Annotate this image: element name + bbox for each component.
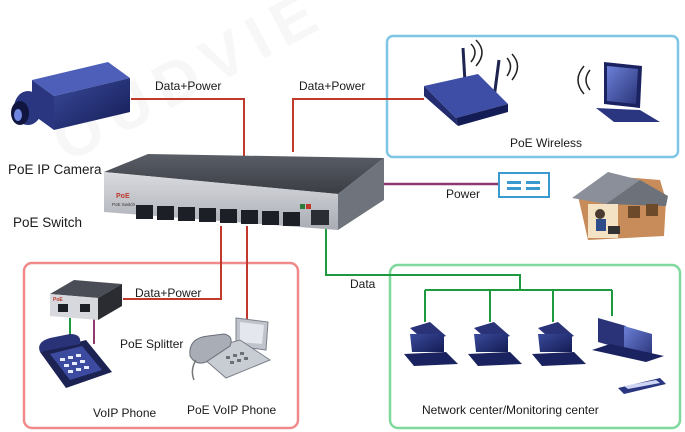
switch-model: PoE Switch <box>112 202 136 207</box>
computer-icon-2 <box>468 322 522 366</box>
wireless-link-line <box>292 98 424 152</box>
computer-icon-3 <box>532 322 586 366</box>
camera-link-label: Data+Power <box>155 79 222 93</box>
poe-switch-icon <box>104 154 384 230</box>
house-icon <box>572 172 668 240</box>
voip-phone-icon <box>39 334 112 388</box>
splitter-icon: PoE <box>50 280 122 320</box>
poe-voip-phone-icon <box>189 317 272 381</box>
ip-camera-icon <box>11 62 130 130</box>
poe-wireless-box <box>385 34 680 159</box>
network-tree-lines <box>424 289 613 322</box>
keyboard-icon <box>618 378 666 394</box>
svg-text:PoE: PoE <box>53 297 63 303</box>
switch-brand: PoE <box>116 193 130 200</box>
poe-wireless-label: PoE Wireless <box>510 136 583 150</box>
camera-label: PoE IP Camera <box>8 162 102 177</box>
computer-icon-4 <box>592 318 664 362</box>
voip-phone-label: VoIP Phone <box>93 406 157 420</box>
network-center-box <box>388 263 682 430</box>
power-adapter-icon <box>498 172 550 198</box>
splitter-link-label: Data+Power <box>135 286 202 300</box>
poe-voip-phone-label: PoE VoIP Phone <box>187 403 277 417</box>
splitter-label: PoE Splitter <box>120 337 184 351</box>
camera-link-line <box>131 98 245 158</box>
data-label: Data <box>350 277 376 291</box>
laptop-icon <box>577 62 660 122</box>
splitter-link-line <box>123 226 222 300</box>
switch-ports <box>136 205 329 226</box>
data-link-line <box>325 226 521 290</box>
switch-label: PoE Switch <box>13 215 83 230</box>
router-icon <box>424 39 519 126</box>
power-label: Power <box>446 187 481 201</box>
connection-lines <box>69 98 613 344</box>
network-center-label: Network center/Monitoring center <box>422 403 599 417</box>
computer-icon-1 <box>404 322 458 366</box>
voip-box <box>22 261 300 430</box>
wireless-link-label: Data+Power <box>299 79 366 93</box>
